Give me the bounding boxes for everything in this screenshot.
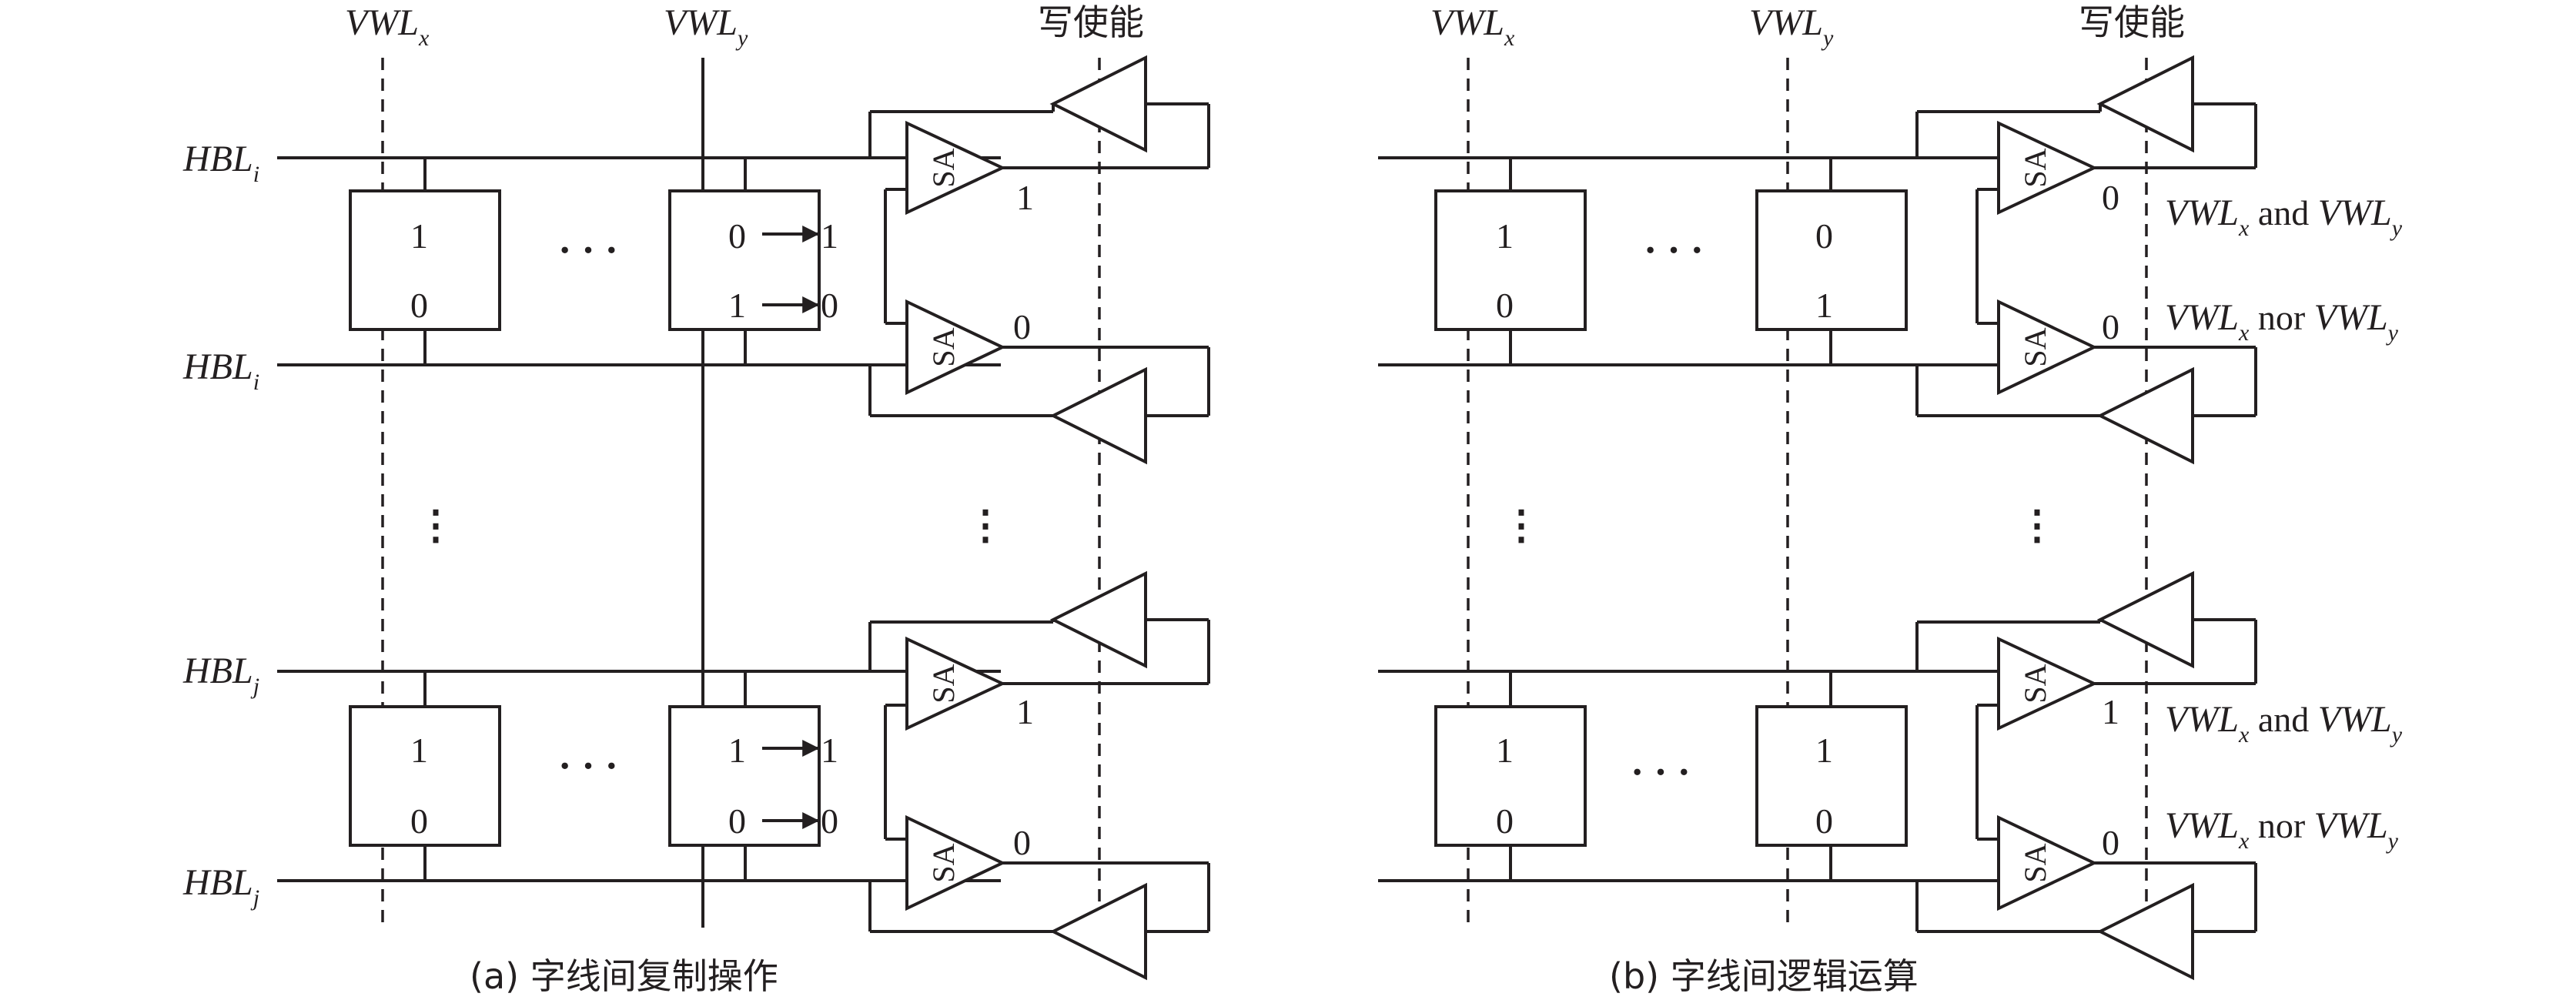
copy-result: 1 xyxy=(821,216,838,256)
sa-output: 1 xyxy=(1016,178,1034,217)
panel-a: VWLx VWLy 写使能 HBLi HBLi HBLj HBLj 1 0 · … xyxy=(182,2,1210,997)
vwl-x-label-b: VWLx xyxy=(1430,2,1515,51)
cell-value: 0 xyxy=(1815,801,1833,841)
vwl-x-label-a: VWLx xyxy=(345,2,430,51)
hbl-j-label-1-a: HBLj xyxy=(182,651,259,699)
h-ellipsis: · · · xyxy=(1631,751,1691,794)
sense-amp xyxy=(1997,636,2098,731)
copy-result: 0 xyxy=(821,801,838,841)
sa-output: 0 xyxy=(1013,823,1031,862)
sa-output: 1 xyxy=(2102,692,2119,731)
cell-x-i-a xyxy=(349,189,501,331)
cell-value: 1 xyxy=(1496,731,1514,770)
cell-value: 0 xyxy=(1815,216,1833,256)
cell-value: 0 xyxy=(1496,286,1514,325)
sense-amp xyxy=(1997,814,2098,911)
cell-y-j-b xyxy=(1755,705,1908,847)
hbl-i-label-2-a: HBLi xyxy=(182,346,259,395)
logic-and-label: VWLx and VWLy xyxy=(2165,192,2403,241)
sense-amp xyxy=(905,814,1006,911)
cell-value: 0 xyxy=(410,286,428,325)
sa-output: 1 xyxy=(1016,692,1034,731)
sa-label: SA xyxy=(2018,664,2052,703)
sa-output: 0 xyxy=(2102,178,2119,217)
sa-output: 0 xyxy=(2102,823,2119,862)
cell-x-i-b xyxy=(1434,189,1587,331)
cell-value: 0 xyxy=(728,801,746,841)
h-ellipsis: · · · xyxy=(1644,229,1704,273)
sa-label: SA xyxy=(926,148,961,187)
cell-value: 1 xyxy=(1496,216,1514,256)
write-driver xyxy=(2096,882,2194,981)
logic-and-label: VWLx and VWLy xyxy=(2165,699,2403,747)
sa-label: SA xyxy=(926,843,961,882)
sense-amp xyxy=(905,120,1006,216)
vwl-y-label-b: VWLy xyxy=(1749,2,1834,51)
copy-result: 0 xyxy=(821,286,838,325)
cell-value: 0 xyxy=(410,801,428,841)
hbl-j-label-2-a: HBLj xyxy=(182,862,259,911)
write-driver xyxy=(1049,882,1147,981)
sa-label: SA xyxy=(926,327,961,366)
copy-result: 1 xyxy=(821,731,838,770)
cell-x-j-a xyxy=(349,705,501,847)
sense-amp xyxy=(905,636,1006,731)
write-enable-label-b: 写使能 xyxy=(2079,2,2185,43)
cell-value: 1 xyxy=(1815,286,1833,325)
v-ellipsis: ⋮ xyxy=(965,504,1005,548)
write-driver xyxy=(1049,570,1147,669)
sa-output: 0 xyxy=(2102,307,2119,346)
caption-b: (b) 字线间逻辑运算 xyxy=(1609,955,1919,997)
cell-value: 0 xyxy=(1496,801,1514,841)
v-ellipsis: ⋮ xyxy=(1501,504,1541,548)
sa-label: SA xyxy=(2018,327,2052,366)
sa-label: SA xyxy=(926,664,961,703)
h-ellipsis: · · · xyxy=(558,229,618,273)
cell-value: 1 xyxy=(1815,731,1833,770)
sa-label: SA xyxy=(2018,843,2052,882)
sense-amp xyxy=(1997,299,2098,396)
write-driver xyxy=(2096,55,2194,153)
sense-amp xyxy=(905,299,1006,396)
hbl-i-label-1-a: HBLi xyxy=(182,139,259,187)
sense-amp xyxy=(1997,120,2098,216)
logic-nor-label: VWLx nor VWLy xyxy=(2165,805,2399,854)
cell-value: 1 xyxy=(410,731,428,770)
sa-label: SA xyxy=(2018,148,2052,187)
cell-value: 0 xyxy=(728,216,746,256)
sa-output: 0 xyxy=(1013,307,1031,346)
write-enable-label-a: 写使能 xyxy=(1038,2,1144,43)
cell-y-i-b xyxy=(1755,189,1908,331)
panel-b: VWLx VWLy 写使能 1 0 · · · 0 1 SA 0 VWLx an… xyxy=(1378,2,2403,997)
cell-x-j-b xyxy=(1434,705,1587,847)
write-driver xyxy=(1049,55,1147,153)
write-driver xyxy=(1049,366,1147,465)
cell-y-j-a xyxy=(668,705,821,847)
logic-nor-label: VWLx nor VWLy xyxy=(2165,297,2399,346)
cell-value: 1 xyxy=(728,286,746,325)
cell-value: 1 xyxy=(728,731,746,770)
h-ellipsis: · · · xyxy=(558,744,618,788)
write-driver xyxy=(2096,366,2194,465)
write-driver xyxy=(2096,570,2194,669)
v-ellipsis: ⋮ xyxy=(2017,504,2057,548)
v-ellipsis: ⋮ xyxy=(416,504,456,548)
cell-value: 1 xyxy=(410,216,428,256)
vwl-y-label-a: VWLy xyxy=(664,2,748,51)
caption-a: (a) 字线间复制操作 xyxy=(470,955,778,997)
